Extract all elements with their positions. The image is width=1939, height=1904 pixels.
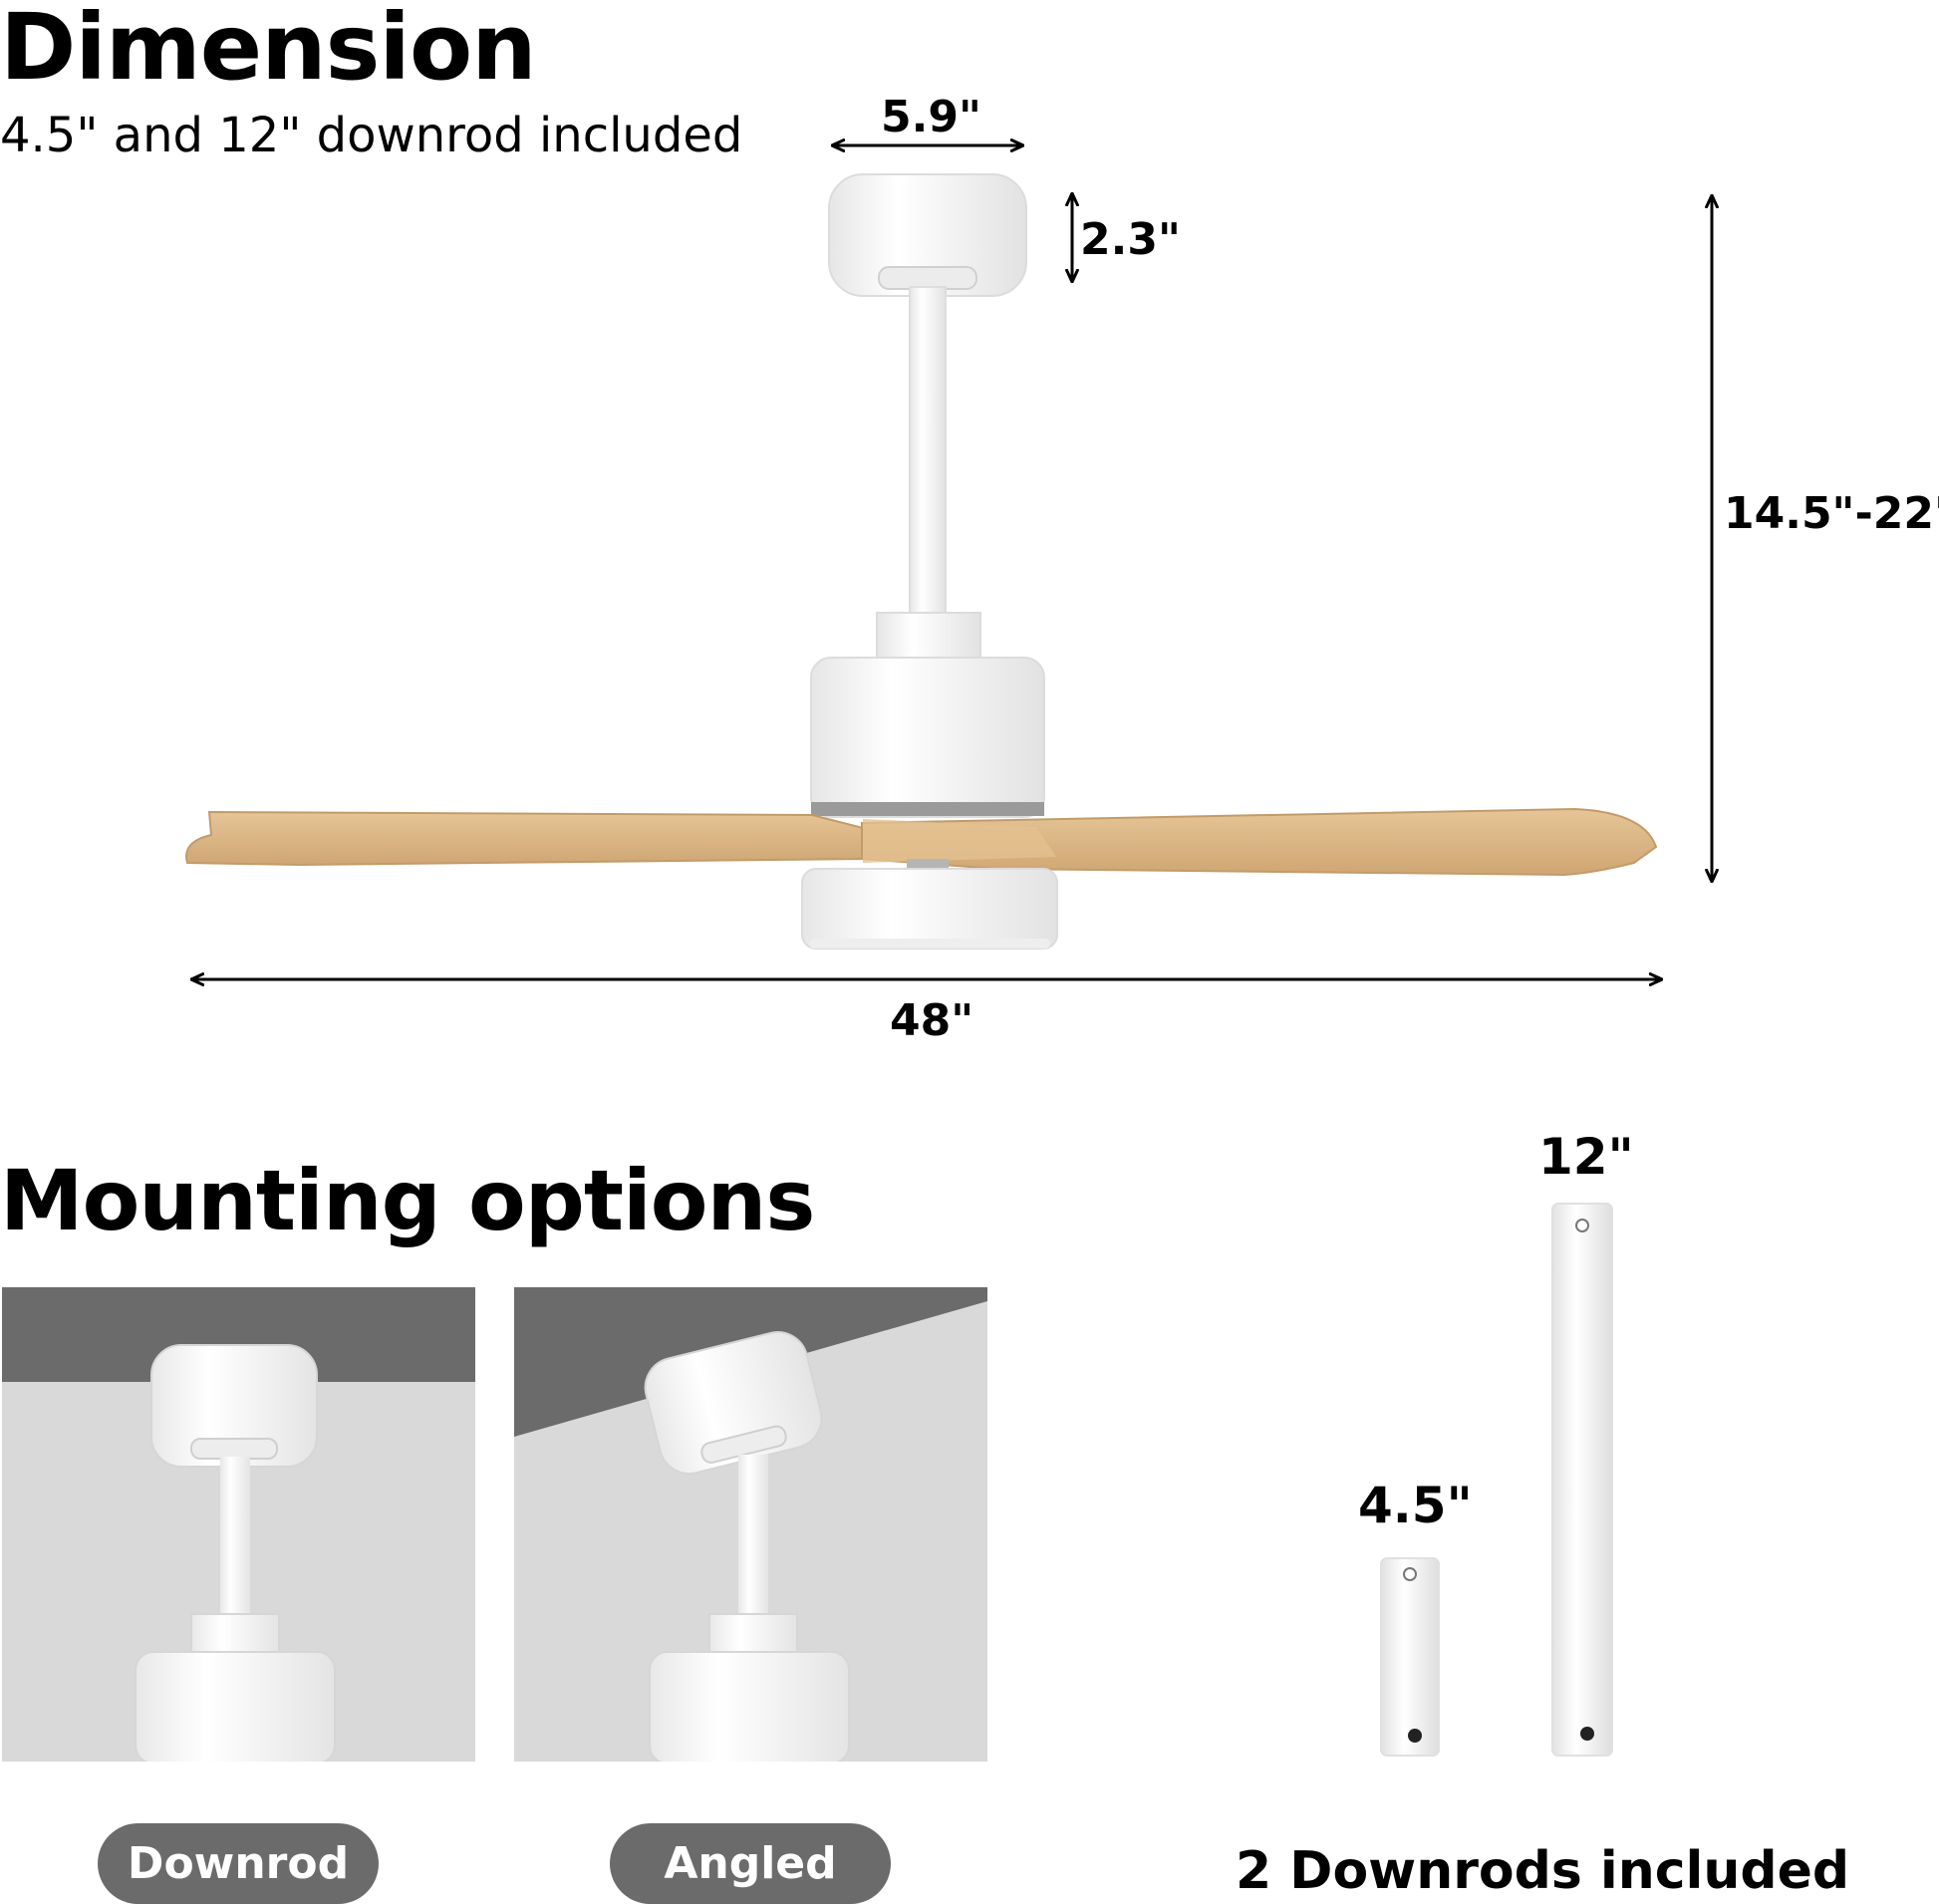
short-rod-length: 4.5" bbox=[1358, 1477, 1473, 1534]
mounting-title: Mounting options bbox=[0, 1152, 815, 1249]
option-downrod-label: Downrod bbox=[98, 1823, 379, 1904]
canopy bbox=[828, 173, 1027, 297]
total-height-label: 14.5"-22" bbox=[1724, 488, 1939, 539]
downrods-caption: 2 Downrods included bbox=[1236, 1841, 1850, 1901]
canopy-height-label: 2.3" bbox=[1080, 214, 1181, 265]
motor-housing bbox=[810, 612, 1045, 818]
downrods-illustration bbox=[1380, 1203, 1613, 1757]
short-downrod bbox=[1380, 1557, 1440, 1757]
angled-mount-panel bbox=[514, 1287, 987, 1762]
light-kit bbox=[801, 859, 1058, 950]
downrod-mount-panel bbox=[2, 1287, 475, 1762]
long-downrod bbox=[1551, 1203, 1613, 1757]
fan-blades bbox=[185, 807, 1658, 877]
dimension-title: Dimension bbox=[0, 0, 537, 101]
dimension-subtitle: 4.5" and 12" downrod included bbox=[0, 108, 743, 163]
blade-span-label: 48" bbox=[890, 995, 974, 1046]
fan-illustration bbox=[185, 0, 1939, 1096]
downrod bbox=[909, 286, 947, 619]
option-angled-label: Angled bbox=[610, 1823, 891, 1904]
long-rod-length: 12" bbox=[1538, 1128, 1634, 1186]
canopy-width-label: 5.9" bbox=[881, 92, 981, 142]
